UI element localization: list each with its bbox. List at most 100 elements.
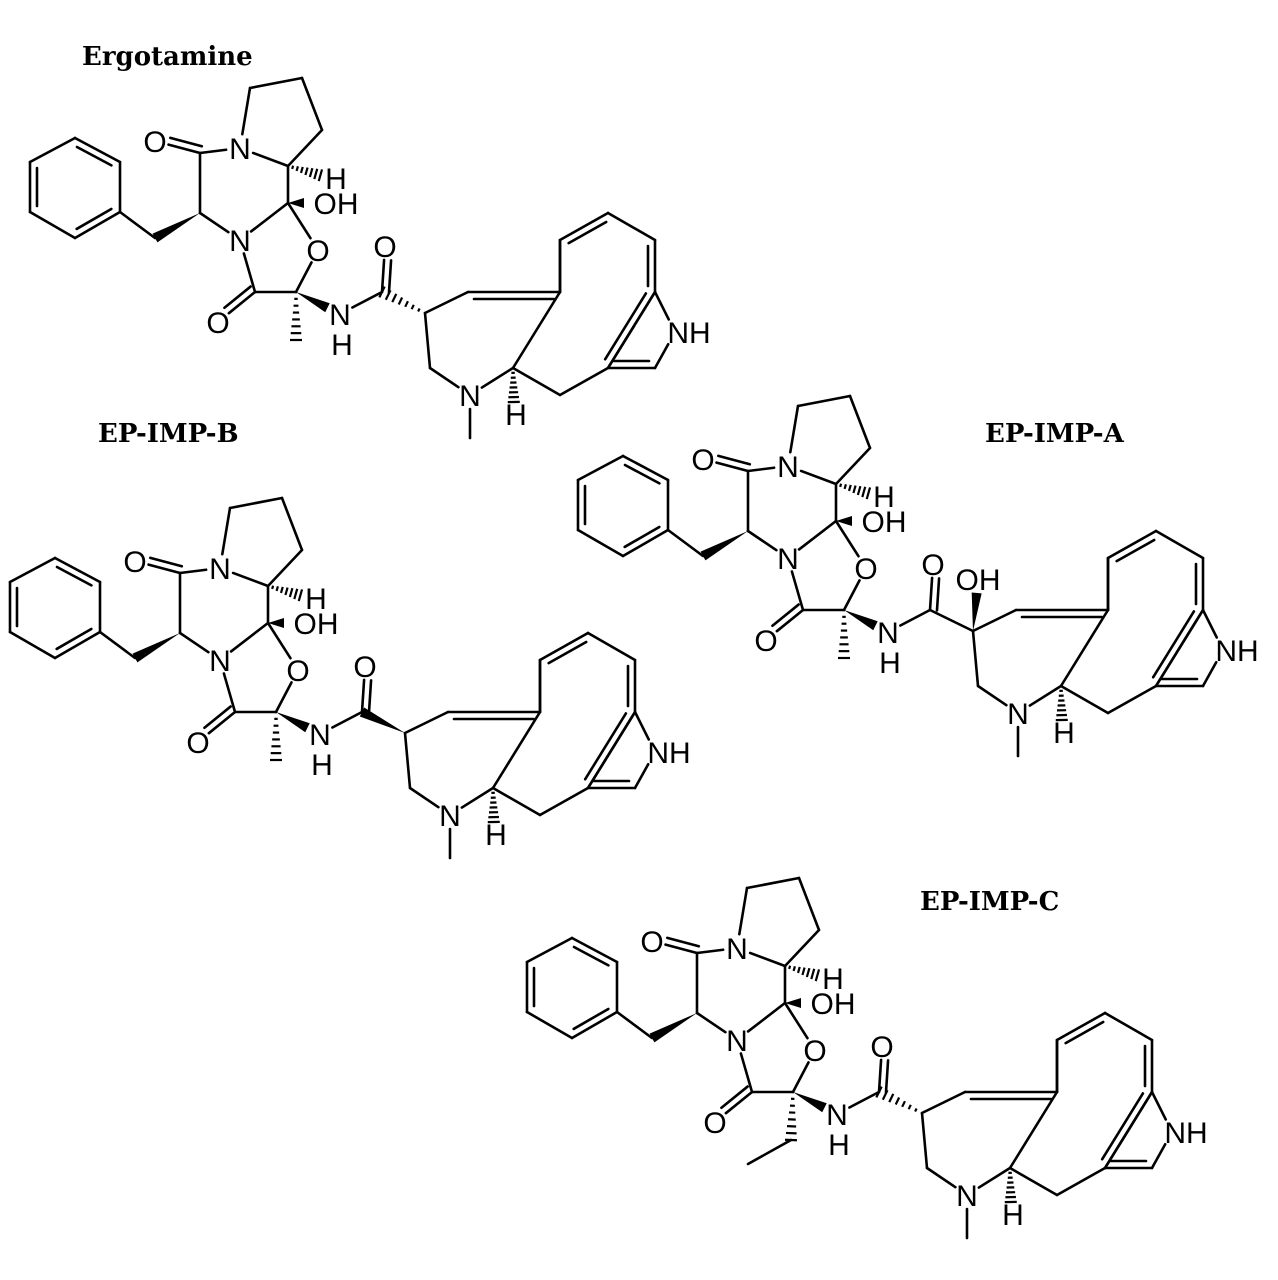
bond: [633, 762, 650, 790]
h-label: H: [305, 583, 327, 616]
bond: [1028, 684, 1063, 707]
n-amide-label: N: [877, 617, 899, 650]
carbonyl-bond: [203, 705, 232, 730]
bond: [248, 76, 304, 90]
bond: [294, 261, 313, 294]
o-amide-label: O: [921, 549, 944, 582]
carbonyl-bond: [207, 710, 237, 735]
bond: [286, 201, 312, 240]
hashed-h-bond: [1055, 689, 1068, 722]
bond: [1154, 529, 1205, 560]
bond: [799, 469, 838, 486]
bond: [423, 311, 432, 370]
oh-label: OH: [862, 506, 907, 539]
o-oxazolidine-label: O: [286, 655, 309, 688]
carbonyl-bond: [666, 936, 701, 948]
title-ergotamine: Ergotamine: [82, 42, 253, 72]
bond: [797, 876, 821, 932]
bond: [300, 76, 324, 132]
carbonyl-bond: [715, 461, 750, 473]
carbonyl-bond: [771, 603, 800, 628]
carbonyl-bond: [149, 556, 184, 568]
h-label: H: [325, 163, 347, 196]
bond: [790, 570, 805, 612]
aromatic-bond: [1055, 1011, 1107, 1042]
amide-wedge: [844, 610, 878, 631]
carbonyl-bond: [928, 576, 934, 612]
h-label: H: [505, 399, 527, 432]
phenyl-bond: [53, 556, 102, 584]
nh-indole-label: NH: [1164, 1117, 1207, 1150]
h-label: H: [822, 963, 844, 996]
phenyl-bond: [621, 528, 670, 558]
hashed-h-bond: [291, 165, 324, 182]
phenyl-bond: [73, 210, 122, 240]
n-pyrrolidine-label: N: [209, 553, 231, 586]
bond: [1059, 608, 1110, 688]
o-carbonyl-label: O: [143, 126, 166, 159]
h-amide-label: H: [331, 329, 353, 362]
o-amide-label: O: [373, 231, 396, 264]
bond: [229, 621, 270, 653]
aromatic-bond: [606, 290, 657, 370]
bond: [1008, 1090, 1059, 1170]
amide-hash: [875, 1086, 918, 1113]
bond: [480, 366, 515, 389]
h-label: H: [1053, 717, 1075, 750]
bond: [241, 86, 252, 136]
carbonyl-bond: [380, 258, 386, 294]
bond: [1150, 1090, 1168, 1121]
phenyl-bond: [525, 936, 574, 964]
phenyl-bond: [55, 565, 93, 587]
bond: [1201, 608, 1219, 639]
phenyl-bond: [572, 1007, 610, 1031]
carbonyl-bond: [360, 678, 366, 714]
amide-hash: [378, 286, 421, 313]
bond: [351, 290, 384, 309]
o-carbonyl-label: O: [754, 625, 777, 658]
phenyl-bond: [8, 630, 57, 660]
o-carbonyl-label: O: [123, 546, 146, 579]
n-piperazine-label: N: [209, 645, 231, 678]
hashed-h-bond: [271, 585, 304, 602]
aromatic-bond: [1100, 1092, 1145, 1161]
phenyl-bond: [623, 463, 661, 485]
bond: [1106, 684, 1158, 715]
bond: [653, 342, 670, 370]
bond: [266, 548, 304, 588]
bond: [1103, 1011, 1154, 1042]
methyl-hash: [838, 615, 850, 660]
o-carbonyl-label: O: [691, 444, 714, 477]
n-piperazine-label: N: [777, 543, 799, 576]
o-oxazolidine-label: O: [803, 1035, 826, 1068]
h-amide-label: H: [311, 749, 333, 782]
bond: [491, 710, 542, 790]
carbonyl-bond: [169, 136, 204, 148]
bond: [491, 786, 542, 817]
bond: [511, 290, 562, 370]
phenyl-bond: [623, 525, 661, 549]
bond: [834, 446, 872, 486]
aromatic-bond: [547, 640, 588, 665]
oh-wedge: [971, 592, 982, 631]
n-pyrrolidine-label: N: [229, 133, 251, 166]
carbonyl-bond: [724, 1090, 754, 1115]
phenyl-bond: [73, 136, 122, 164]
bond: [460, 786, 495, 809]
bond: [633, 710, 651, 741]
oh-wedge: [836, 516, 852, 526]
carbonyl-bond: [664, 943, 699, 955]
oh-wedge: [785, 998, 801, 1008]
bond: [746, 1001, 787, 1033]
bond: [1150, 1142, 1167, 1170]
aromatic-bond: [1151, 610, 1196, 679]
bond: [796, 394, 852, 408]
bond: [403, 710, 450, 735]
bond: [695, 1011, 727, 1034]
o-carbonyl-label: O: [640, 926, 663, 959]
hydroxyl-label: OH: [956, 564, 1001, 597]
bond: [228, 496, 284, 510]
o-carbonyl-label: O: [206, 307, 229, 340]
